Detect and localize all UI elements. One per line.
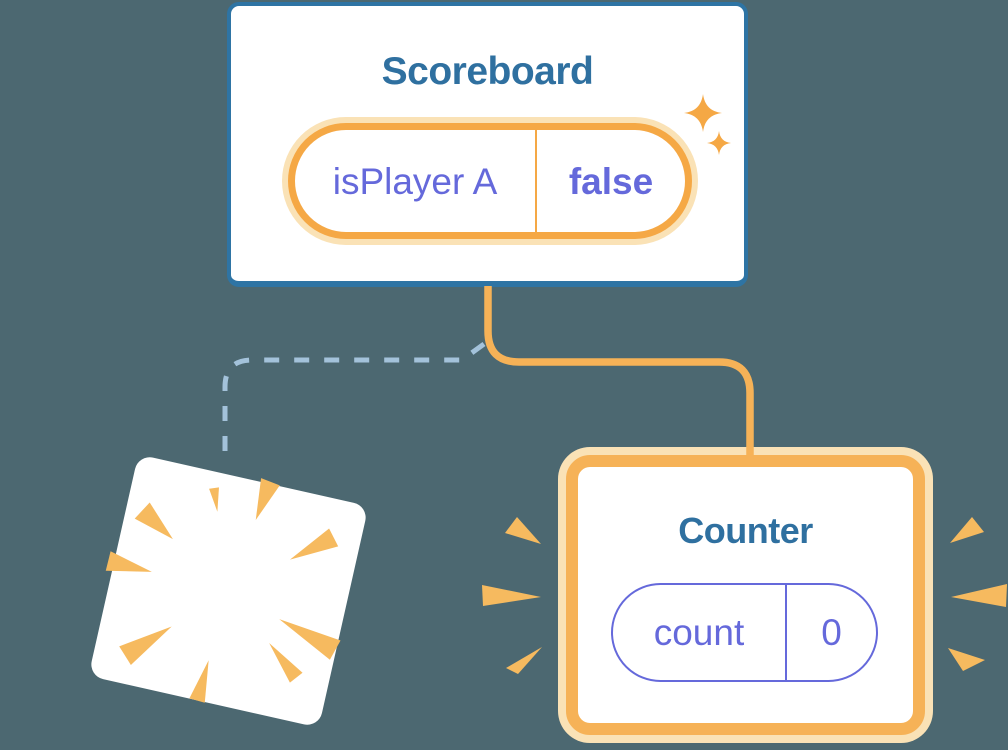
counter-title: Counter xyxy=(678,510,813,551)
scoreboard-state-key: isPlayer A xyxy=(332,160,498,202)
scoreboard-card: Scoreboard isPlayer A false xyxy=(227,2,748,287)
removed-card-surface xyxy=(91,457,366,725)
poof-rays-icon xyxy=(105,478,341,703)
pill-divider xyxy=(535,130,537,232)
connector-solid-counter-branch xyxy=(484,286,754,459)
counter-state-pill: count 0 xyxy=(611,583,878,682)
counter-card: Counter count 0 xyxy=(566,455,925,735)
scoreboard-state-pill: isPlayer A false xyxy=(288,123,692,239)
scoreboard-title: Scoreboard xyxy=(381,50,594,93)
scoreboard-state-value: false xyxy=(568,160,654,202)
emphasis-rays-right-icon xyxy=(948,517,1007,671)
sparkle-large-icon xyxy=(684,94,722,132)
pill-divider xyxy=(785,585,787,680)
counter-state-value: 0 xyxy=(821,612,842,653)
sparkle-icon xyxy=(684,94,731,155)
removed-component-card xyxy=(91,457,366,725)
counter-state-key: count xyxy=(653,612,745,653)
connector-dashed-removed-branch xyxy=(222,341,486,460)
sparkle-small-icon xyxy=(707,131,731,155)
emphasis-rays-left-icon xyxy=(482,517,542,674)
